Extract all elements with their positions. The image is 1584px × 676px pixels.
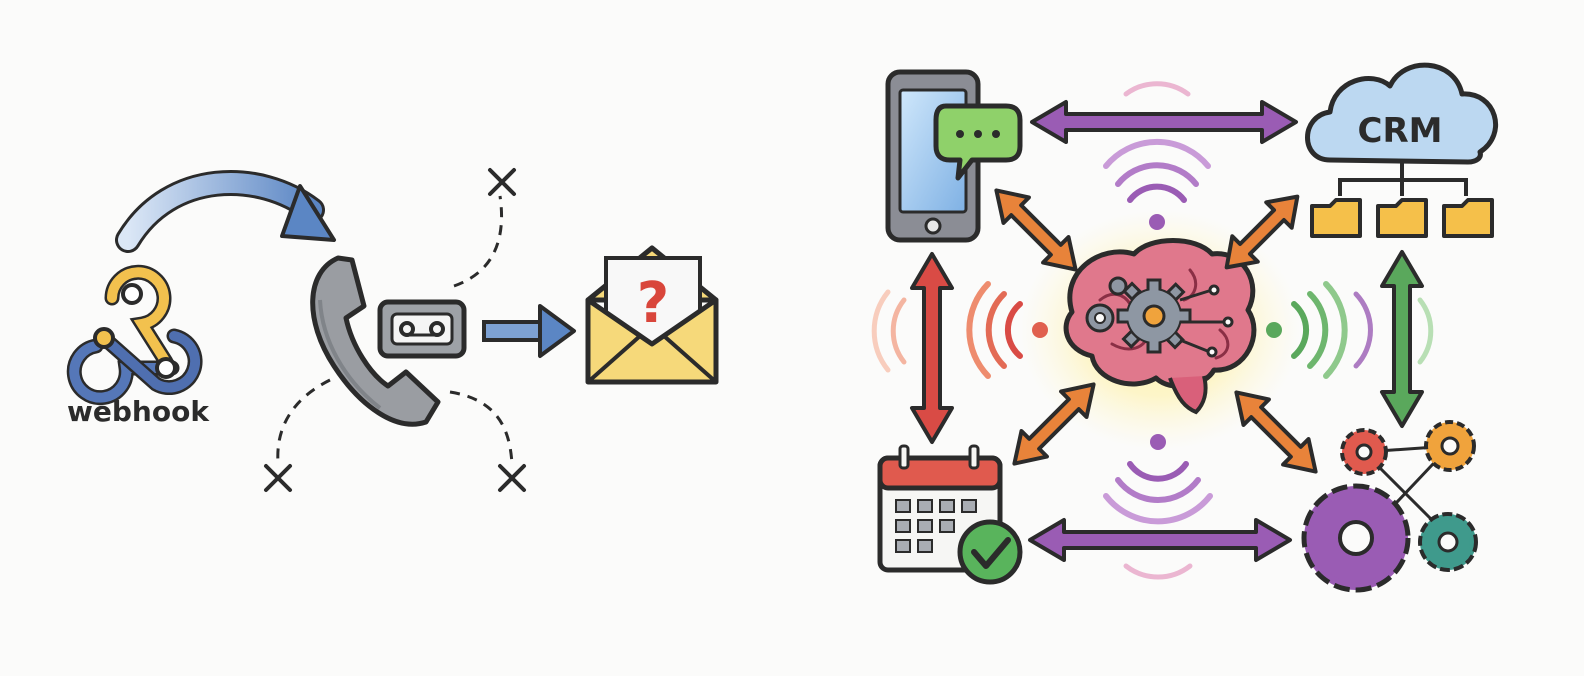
call-arrow-icon: [115, 169, 336, 253]
brain-gears-icon: [1063, 238, 1257, 415]
webhook-icon: [66, 264, 203, 406]
voicemail-icon: [377, 299, 467, 359]
cross-icon: [264, 464, 292, 492]
crm-label: CRM: [1358, 111, 1443, 151]
phone-handset-icon: [310, 255, 441, 427]
calendar-check-icon: [877, 444, 1023, 585]
webhook-label: webhook: [67, 395, 210, 428]
folder-icon: [1310, 198, 1362, 238]
cross-icon: [488, 168, 516, 196]
signal-waves-icon: [871, 81, 1434, 580]
crm-cloud-icon: CRM: [1305, 62, 1499, 196]
flow-arrow-icon: [482, 304, 576, 358]
folder-icon: [1376, 198, 1428, 238]
cross-icon: [498, 464, 526, 492]
double-arrow-icon: [910, 100, 1424, 562]
smartphone-chat-icon: [885, 69, 1023, 243]
gear-network-icon: [1301, 420, 1478, 593]
failed-call-paths: [276, 195, 514, 465]
folder-icon: [1442, 198, 1494, 238]
envelope-question-mark: ?: [637, 271, 669, 336]
envelope-question-icon: ?: [585, 245, 719, 385]
left-panel: webhook: [66, 168, 719, 492]
right-panel: CRM: [871, 62, 1499, 593]
double-arrow-icon: [994, 188, 1318, 474]
